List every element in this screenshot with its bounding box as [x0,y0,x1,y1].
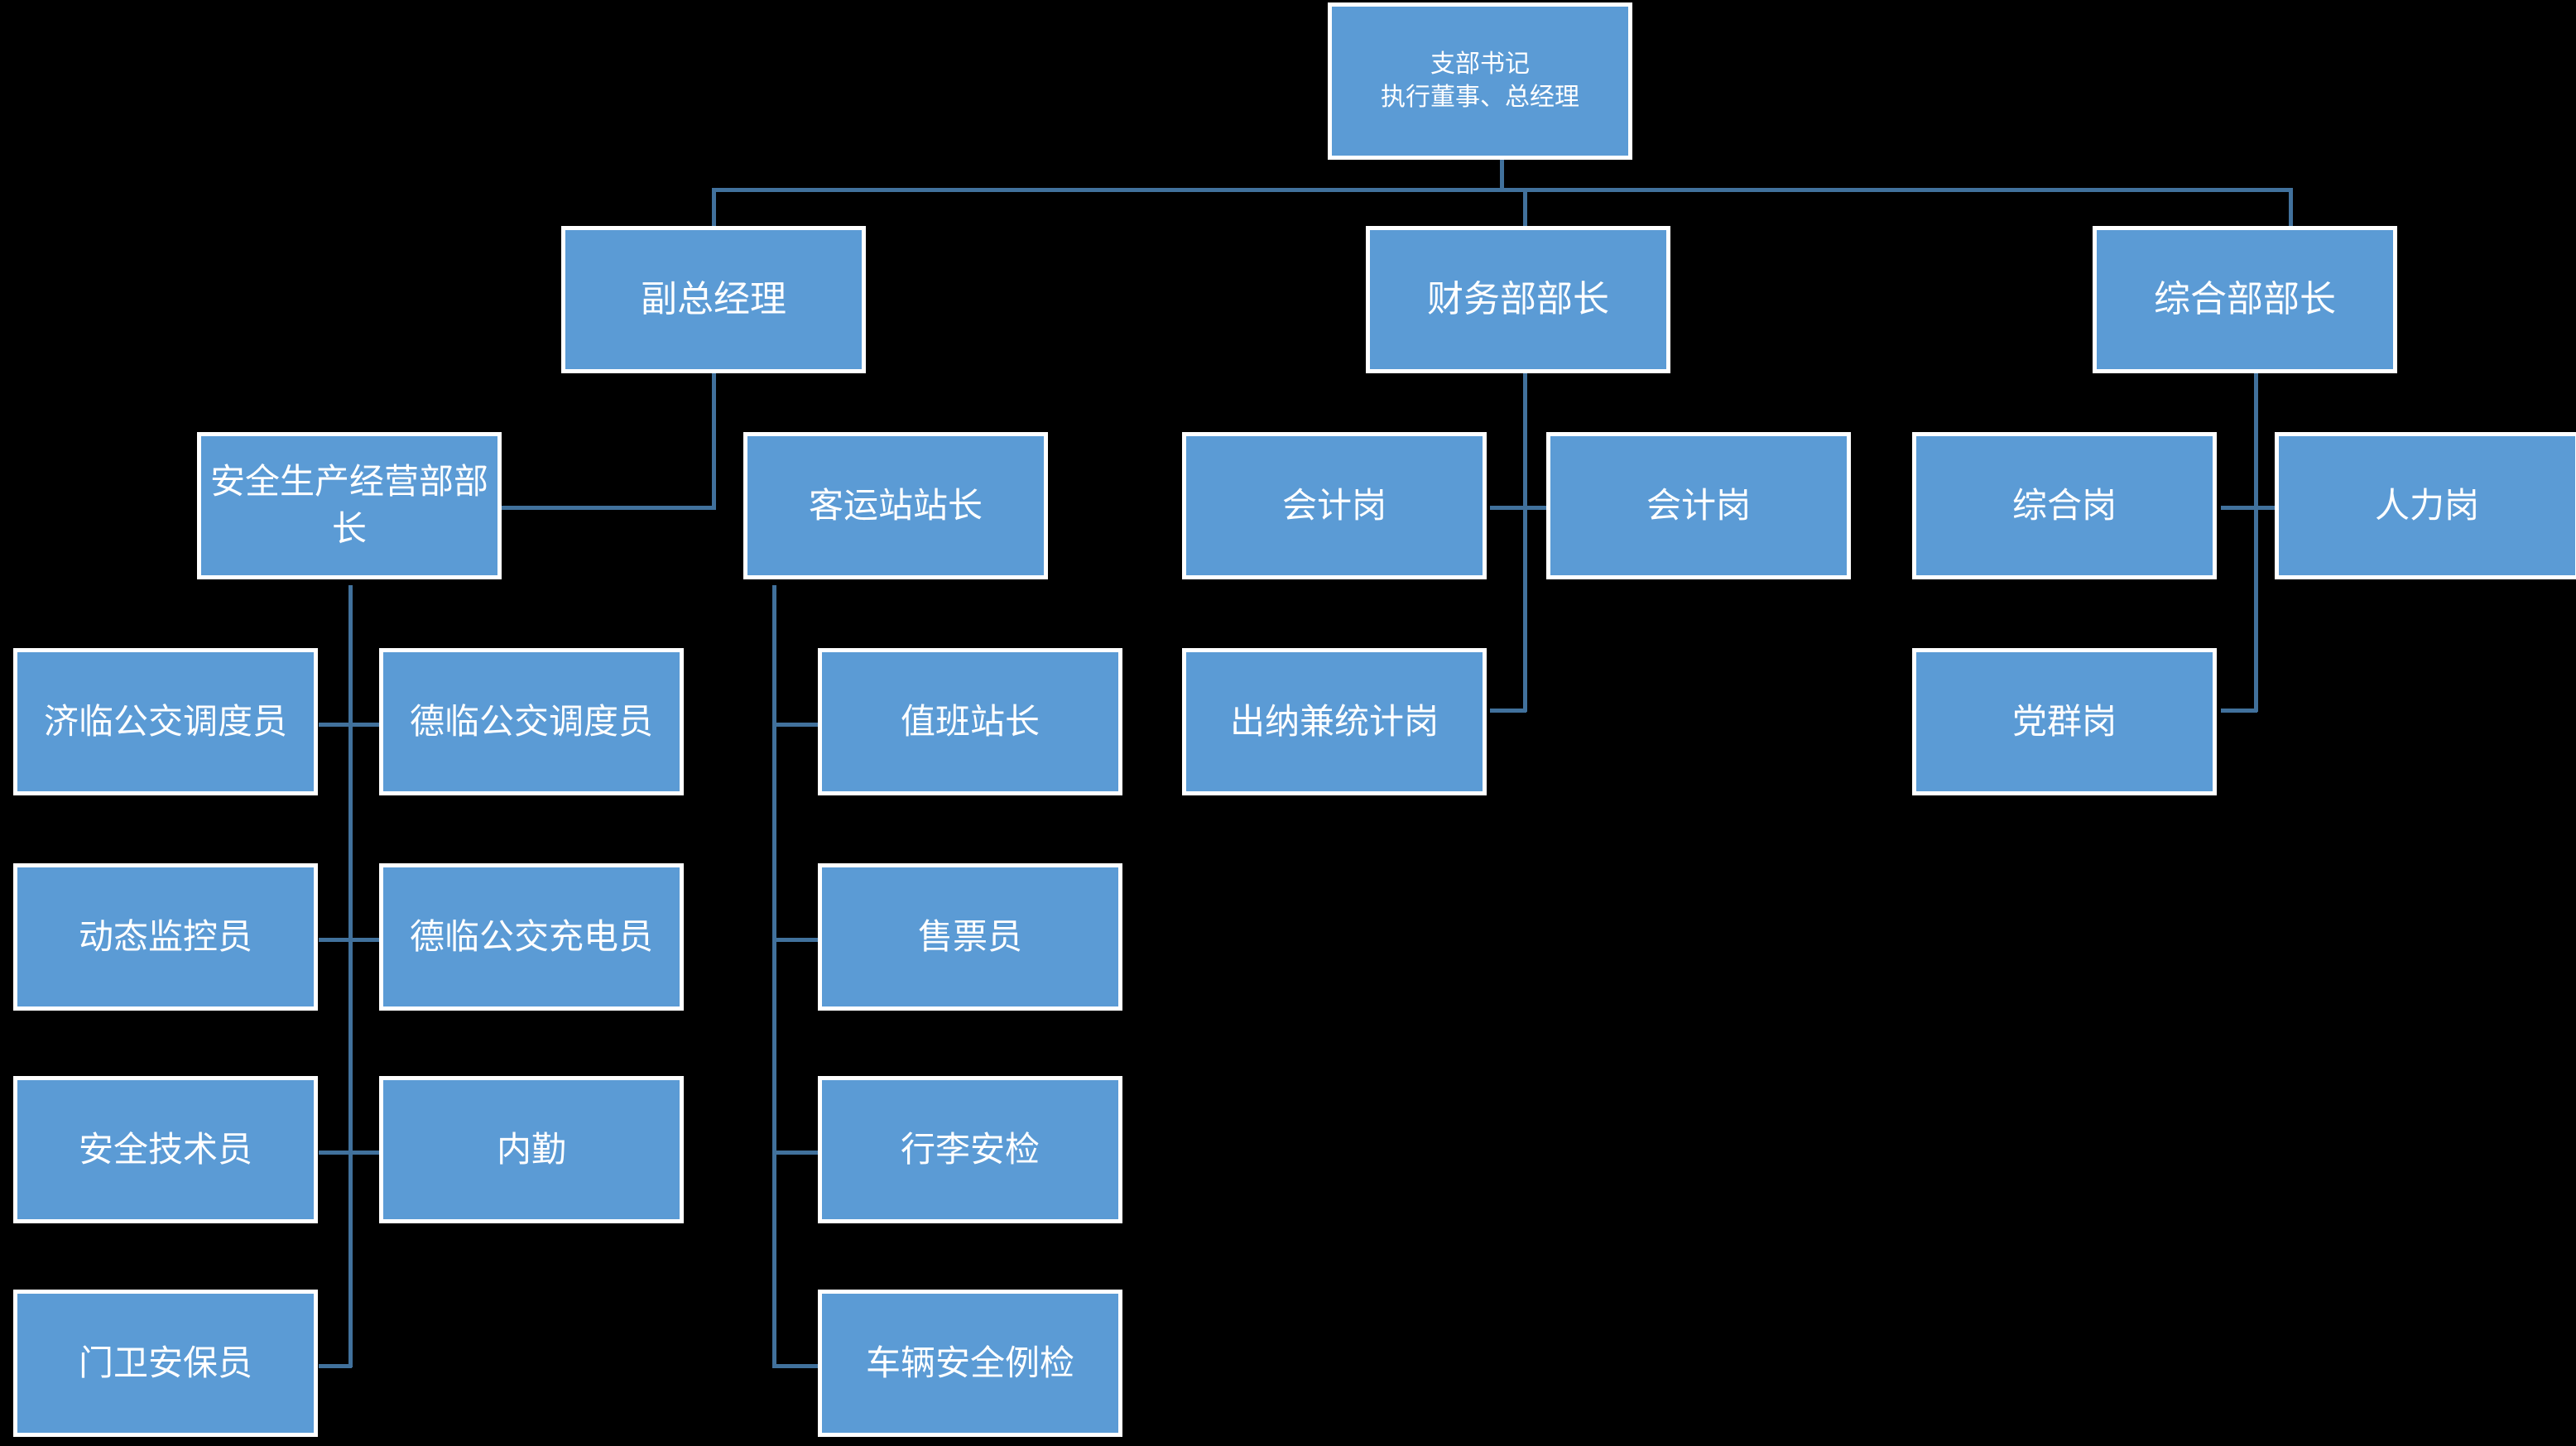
node-dynamic-monitor[interactable]: 动态监控员 [13,863,318,1011]
connector-finance-head-spine [1523,371,1527,712]
node-delin-charger-label: 德临公交充电员 [409,915,653,957]
connector-station-head-spine [772,585,776,1367]
node-root[interactable]: 支部书记 执行董事、总经理 [1328,2,1632,160]
connector-general-head-spine [2254,371,2258,712]
node-cashier-stat[interactable]: 出纳兼统计岗 [1182,648,1487,795]
connector-finance-branch-cashier [1490,709,1526,713]
node-deputy-gm[interactable]: 副总经理 [561,226,866,373]
connector-station-branch-2 [772,938,818,942]
node-accountant-2-label: 会计岗 [1646,484,1751,526]
node-cashier-stat-label: 出纳兼统计岗 [1229,700,1439,742]
node-safety-head-label: 安全生产经营部部长 [209,461,488,549]
node-root-label: 支部书记 执行董事、总经理 [1381,49,1579,113]
connector-deputy-gm-to-safety-head [501,506,716,510]
node-baggage-security[interactable]: 行李安检 [818,1076,1122,1223]
connector-root-stem [1500,159,1504,190]
node-accountant-1-label: 会计岗 [1281,484,1387,526]
connector-general-branch-posts [2221,506,2287,510]
node-safety-technician-label: 安全技术员 [78,1128,252,1170]
connector-station-branch-1 [772,723,818,727]
connector-safety-branch-2 [319,938,380,942]
node-hr-post[interactable]: 人力岗 [2275,432,2576,579]
node-baggage-security-label: 行李安检 [900,1128,1040,1170]
connector-deputy-gm-spine [712,371,716,508]
connector-drop-finance-head [1523,188,1527,228]
node-jilin-dispatcher-label: 济临公交调度员 [43,700,287,742]
node-finance-head-label: 财务部部长 [1427,278,1609,321]
node-party-post[interactable]: 党群岗 [1912,648,2217,795]
connector-safety-branch-1 [319,723,380,727]
node-accountant-2[interactable]: 会计岗 [1546,432,1851,579]
node-gate-guard[interactable]: 门卫安保员 [13,1290,318,1437]
node-office-clerk-label: 内勤 [496,1128,566,1170]
node-deputy-gm-label: 副总经理 [641,278,786,321]
node-ticket-seller[interactable]: 售票员 [818,863,1122,1011]
node-duty-station-master[interactable]: 值班站长 [818,648,1122,795]
node-gate-guard-label: 门卫安保员 [78,1342,252,1383]
connector-drop-deputy-gm [712,188,716,228]
node-ticket-seller-label: 售票员 [917,915,1022,957]
connector-drop-general-head [2289,188,2293,228]
node-safety-technician[interactable]: 安全技术员 [13,1076,318,1223]
node-dynamic-monitor-label: 动态监控员 [78,915,252,957]
node-general-head[interactable]: 综合部部长 [2093,226,2397,373]
node-delin-dispatcher[interactable]: 德临公交调度员 [379,648,684,795]
node-safety-head[interactable]: 安全生产经营部部长 [197,432,502,579]
node-general-post[interactable]: 综合岗 [1912,432,2217,579]
connector-station-branch-3 [772,1151,818,1155]
node-party-post-label: 党群岗 [2011,700,2117,742]
connector-finance-branch-accountants [1490,506,1556,510]
connector-safety-head-spine [348,585,353,1367]
node-station-head[interactable]: 客运站站长 [743,432,1048,579]
node-duty-station-master-label: 值班站长 [900,700,1040,742]
node-jilin-dispatcher[interactable]: 济临公交调度员 [13,648,318,795]
node-general-post-label: 综合岗 [2011,484,2117,526]
connector-root-bar [712,188,2293,192]
node-general-head-label: 综合部部长 [2154,278,2336,321]
connector-station-branch-4 [772,1364,818,1368]
node-vehicle-inspection[interactable]: 车辆安全例检 [818,1290,1122,1437]
node-finance-head[interactable]: 财务部部长 [1366,226,1670,373]
node-delin-dispatcher-label: 德临公交调度员 [409,700,653,742]
node-vehicle-inspection-label: 车辆安全例检 [865,1342,1074,1383]
node-office-clerk[interactable]: 内勤 [379,1076,684,1223]
node-station-head-label: 客运站站长 [808,484,983,526]
node-delin-charger[interactable]: 德临公交充电员 [379,863,684,1011]
connector-safety-branch-4 [319,1364,352,1368]
node-accountant-1[interactable]: 会计岗 [1182,432,1487,579]
connector-safety-branch-3 [319,1151,380,1155]
node-hr-post-label: 人力岗 [2374,484,2479,526]
connector-general-branch-party [2221,709,2257,713]
